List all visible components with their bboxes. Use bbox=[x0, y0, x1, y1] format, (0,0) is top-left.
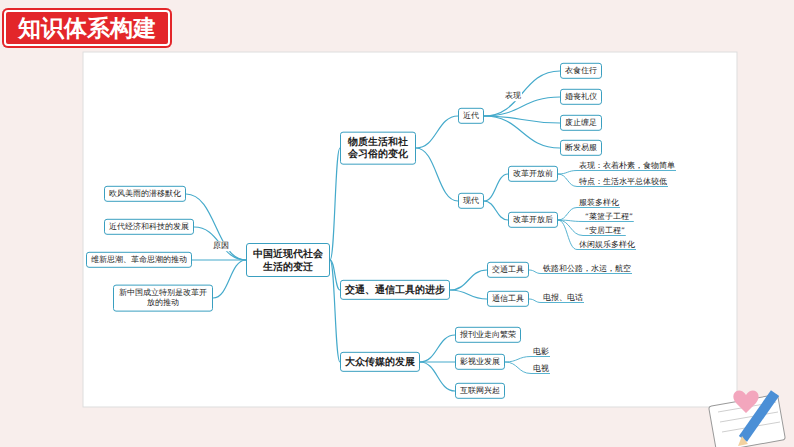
connector bbox=[484, 71, 560, 116]
center-topic: 中国近现代社会生活的变迁 bbox=[246, 243, 330, 277]
node-text: 婚丧礼仪 bbox=[565, 92, 597, 102]
detail-note: “安居工程” bbox=[584, 226, 626, 235]
connector bbox=[484, 97, 560, 116]
connector bbox=[416, 116, 458, 148]
cause-box: 新中国成立特别是改革开放的推动 bbox=[113, 285, 213, 312]
connector bbox=[450, 290, 487, 299]
notebook-pencil-illustration bbox=[709, 390, 786, 447]
detail-note: 特点：生活水平总体较低 bbox=[578, 177, 668, 186]
connector bbox=[484, 174, 508, 201]
node-text: 改革开放后 bbox=[513, 215, 553, 225]
node-text: 近代 bbox=[463, 111, 479, 121]
leader-line bbox=[505, 362, 550, 374]
period-box: 近代 bbox=[458, 108, 484, 124]
map-panel bbox=[83, 52, 737, 407]
title-text: 知识体系构建 bbox=[18, 15, 156, 41]
leaf-box: 交通工具 bbox=[487, 262, 529, 278]
leaf-box: 报刊业走向繁荣 bbox=[455, 327, 521, 343]
node-text: 维新思潮、革命思潮的推动 bbox=[91, 255, 187, 265]
node-text: 近代经济和科技的发展 bbox=[109, 222, 189, 232]
connector bbox=[330, 148, 340, 260]
stage-box: 改革开放后 bbox=[508, 212, 558, 228]
node-text: 交通工具 bbox=[492, 265, 524, 275]
branch-box: 大众传媒的发展 bbox=[340, 352, 420, 372]
bracket-label: 表现 bbox=[504, 91, 522, 101]
node-text: 断发易服 bbox=[565, 143, 597, 153]
cause-box: 欧风美雨的潜移默化 bbox=[104, 186, 186, 202]
leaf-box: 婚丧礼仪 bbox=[560, 89, 602, 105]
node-text: 衣食住行 bbox=[565, 66, 597, 76]
detail-note: 电视 bbox=[532, 364, 550, 373]
connector bbox=[194, 227, 246, 260]
detail-note: 铁路和公路，水运，航空 bbox=[542, 264, 632, 273]
leaf-box: 互联网兴起 bbox=[455, 383, 505, 399]
detail-note: 休闲娱乐多样化 bbox=[578, 240, 636, 249]
node-text: 大众传媒的发展 bbox=[345, 356, 415, 368]
detail-note: 电影 bbox=[532, 347, 550, 356]
cause-box: 近代经济和科技的发展 bbox=[104, 219, 194, 235]
connector bbox=[484, 201, 508, 220]
node-text: 新中国成立特别是改革开放的推动 bbox=[118, 288, 208, 309]
node-text: 影视业发展 bbox=[460, 357, 500, 367]
leaf-box: 影视业发展 bbox=[455, 354, 505, 370]
connector bbox=[213, 260, 246, 298]
connector bbox=[192, 259, 246, 260]
connector bbox=[450, 270, 487, 290]
leader-line bbox=[558, 171, 676, 175]
detail-note: 表现：衣着朴素，食物简单 bbox=[578, 161, 676, 170]
cause-box: 维新思潮、革命思潮的推动 bbox=[86, 252, 192, 268]
node-text: 互联网兴起 bbox=[460, 386, 500, 396]
node-text: 中国近现代社会生活的变迁 bbox=[251, 247, 325, 273]
detail-note: “菜篮子工程” bbox=[584, 212, 634, 221]
node-text: 现代 bbox=[463, 196, 479, 206]
bracket-label: 原因 bbox=[212, 241, 230, 251]
connector bbox=[186, 194, 246, 260]
leader-line bbox=[558, 174, 668, 187]
detail-note: 服装多样化 bbox=[578, 198, 620, 207]
connector bbox=[420, 335, 455, 362]
connector bbox=[330, 260, 340, 362]
branch-box: 物质生活和社会习俗的变化 bbox=[340, 132, 416, 165]
stage-box: 改革开放前 bbox=[508, 166, 558, 182]
leaf-box: 断发易服 bbox=[560, 140, 602, 156]
node-text: 物质生活和社会习俗的变化 bbox=[345, 136, 411, 161]
leader-line bbox=[558, 220, 636, 250]
leader-line bbox=[558, 220, 626, 236]
leaf-box: 废止缠足 bbox=[560, 115, 602, 131]
leader-line bbox=[505, 357, 550, 363]
node-text: 欧风美雨的潜移默化 bbox=[109, 189, 181, 199]
node-text: 通信工具 bbox=[492, 294, 524, 304]
branch-box: 交通、通信工具的进步 bbox=[340, 280, 450, 300]
node-text: 改革开放前 bbox=[513, 169, 553, 179]
node-text: 交通、通信工具的进步 bbox=[345, 284, 445, 296]
period-box: 现代 bbox=[458, 193, 484, 209]
connector bbox=[484, 116, 560, 148]
connector bbox=[420, 362, 455, 391]
connector bbox=[416, 148, 458, 201]
leaf-box: 通信工具 bbox=[487, 291, 529, 307]
title-banner: 知识体系构建 bbox=[2, 8, 172, 48]
detail-note: 电报、电话 bbox=[542, 293, 584, 302]
node-text: 废止缠足 bbox=[565, 118, 597, 128]
leaf-box: 衣食住行 bbox=[560, 63, 602, 79]
node-text: 报刊业走向繁荣 bbox=[460, 330, 516, 340]
